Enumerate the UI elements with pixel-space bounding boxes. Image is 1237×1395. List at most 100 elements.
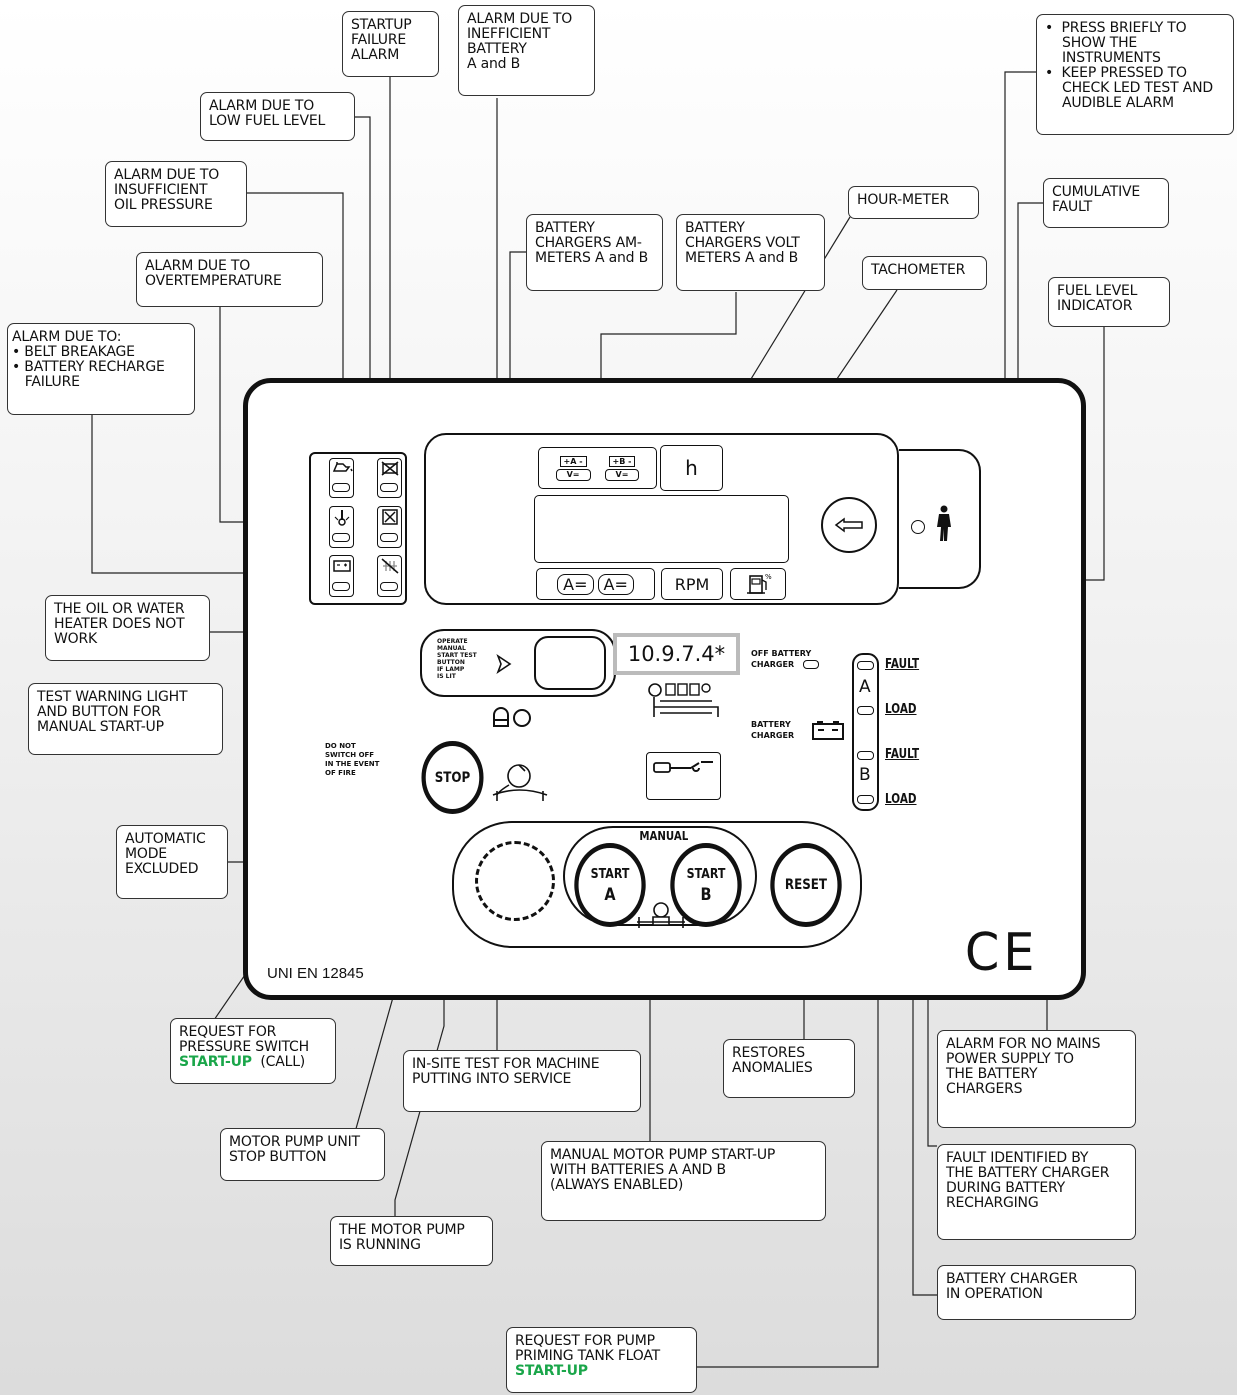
fault-b-led [857,751,874,760]
led-lamp [380,483,398,492]
start-a-letter: A [604,885,616,905]
manual-test-button[interactable] [534,636,606,690]
load-a-label: LOAD [885,702,917,717]
voltmeter-a: +A - V= [555,455,591,481]
insite-test-slot[interactable] [475,841,555,921]
cumulative-fault-led [911,520,925,534]
charger-led-strip: A B [852,653,879,811]
battery-charger-icon [812,721,844,740]
stop-button[interactable]: STOP [421,741,484,814]
callout-insite-test: IN-SITE TEST FOR MACHINE PUTTING INTO SE… [403,1050,641,1112]
manual-test-panel: OPERATE MANUAL START TEST BUTTON IF LAMP… [420,629,616,697]
pump-icon [637,902,685,928]
callout-restores: RESTORES ANOMALIES [723,1039,855,1098]
oil-can-icon [332,462,353,472]
led-lamp [380,582,398,591]
fire-warning-text: DO NOT SWITCH OFF IN THE EVENT OF FIRE [325,742,380,777]
lcd-screen [534,495,789,563]
callout-startup-failure: STARTUP FAILURE ALARM [342,11,439,77]
callout-fuel-indicator: FUEL LEVEL INDICATOR [1048,277,1170,327]
load-b-led [857,795,874,804]
callout-press-briefly: • PRESS BRIEFLY TO SHOW THE INSTRUMENTS … [1036,14,1234,135]
callout-stop-button: MOTOR PUMP UNIT STOP BUTTON [220,1128,385,1181]
pressure-switch-icon [648,683,719,717]
callout-pressure-switch: REQUEST FOR PRESSURE SWITCH START-UP (CA… [170,1018,336,1084]
start-b-label: START [686,867,726,882]
low-fuel-alarm-led [377,506,402,548]
led-lamp [332,533,350,542]
callout-no-mains: ALARM FOR NO MAINS POWER SUPPLY TO THE B… [937,1030,1136,1128]
callout-call-text: (CALL) [251,1054,306,1070]
voltmeter-b-label: +B - [608,455,636,467]
oil-pressure-alarm-led [329,458,354,498]
callout-oil-pressure: ALARM DUE TO INSUFFICIENT OIL PRESSURE [105,161,247,227]
float-switch-icon [653,761,713,773]
voltmeter-a-unit: V= [555,469,591,481]
fault-a-label: FAULT [885,657,920,672]
reset-button[interactable]: RESET [770,843,842,927]
boxed-cross-icon [382,509,398,525]
no-mains-led [803,660,819,669]
load-b-label: LOAD [885,792,917,807]
fuel-pump-icon: % [747,573,772,594]
belt-breakage-alarm-led [329,555,354,597]
callout-test-warning: TEST WARNING LIGHT AND BUTTON FOR MANUAL… [28,683,223,755]
tachometer-key[interactable]: RPM [661,568,723,600]
start-b-letter: B [700,885,712,905]
fault-b-label: FAULT [885,747,920,762]
callout-automatic-excluded: AUTOMATIC MODE EXCLUDED [116,825,228,899]
callout-priming-text: REQUEST FOR PUMP PRIMING TANK FLOAT [515,1333,660,1364]
charger-label-b: B [859,765,871,785]
voltmeter-a-label: +A - [559,455,587,467]
priming-float-indicator [646,752,721,800]
instruments-button[interactable] [821,497,877,553]
callout-hour-meter: HOUR-METER [848,186,979,219]
callout-heater: THE OIL OR WATER HEATER DOES NOT WORK [45,595,210,661]
callout-low-fuel: ALARM DUE TO LOW FUEL LEVEL [200,92,355,141]
startup-highlight: START-UP [179,1054,252,1070]
fault-a-led [857,661,874,670]
led-lamp [380,533,398,542]
start-a-button[interactable]: START A [574,843,646,927]
heater-alarm-led [377,555,402,597]
thermometer-icon [334,510,350,526]
callout-inefficient-battery: ALARM DUE TO INEFFICIENT BATTERY A and B [458,5,595,96]
voltmeter-b: +B - V= [604,455,640,481]
automatic-excluded-icon [493,707,531,727]
load-a-led [857,706,874,715]
firmware-version: 10.9.7.4* [613,633,740,675]
callout-fault-identified: FAULT IDENTIFIED BY THE BATTERY CHARGER … [937,1144,1136,1240]
person-fault-icon [937,505,951,541]
voltmeters-key[interactable]: +A - V= +B - V= [538,447,657,489]
fuel-level-key[interactable]: % [730,568,786,600]
svg-text:%: % [765,573,772,581]
callout-tachometer: TACHOMETER [862,256,987,290]
led-lamp [332,483,350,492]
hour-meter-key[interactable]: h [660,445,723,491]
standard-label: UNI EN 12845 [267,965,364,982]
battery-charger-label: BATTERY CHARGER [751,720,795,740]
start-b-button[interactable]: START B [670,843,742,927]
motor-pump-icon [492,764,548,801]
callout-voltmeters: BATTERY CHARGERS VOLT METERS A and B [676,214,825,291]
callout-belt-breakage: ALARM DUE TO: • BELT BREAKAGE • BATTERY … [7,323,195,415]
startup-failure-alarm-led [377,458,402,498]
callout-charger-operation: BATTERY CHARGER IN OPERATION [937,1265,1136,1320]
manual-label: MANUAL [635,829,692,843]
arrow-left-icon [834,517,863,533]
arrow-right-icon [496,653,512,675]
ammeter-keys[interactable]: A= A= [536,568,655,600]
ammeter-a: A= [557,573,594,595]
ce-mark: CE [964,923,1039,983]
ammeter-b: A= [597,573,634,595]
engine-cross-icon [381,461,399,476]
callout-priming: REQUEST FOR PUMP PRIMING TANK FLOAT STAR… [506,1327,697,1393]
manual-buttons-panel [452,821,862,948]
charger-label-a: A [859,677,871,697]
off-battery-charger-label: OFF BATTERY CHARGER [751,649,812,669]
operate-text: OPERATE MANUAL START TEST BUTTON IF LAMP… [437,638,477,680]
startup-highlight: START-UP [515,1363,588,1379]
control-panel: A B +A - V= +B - V= h A= A= RPM % [243,378,1086,1000]
led-lamp [332,582,350,591]
callout-overtemperature: ALARM DUE TO OVERTEMPERATURE [136,252,323,307]
